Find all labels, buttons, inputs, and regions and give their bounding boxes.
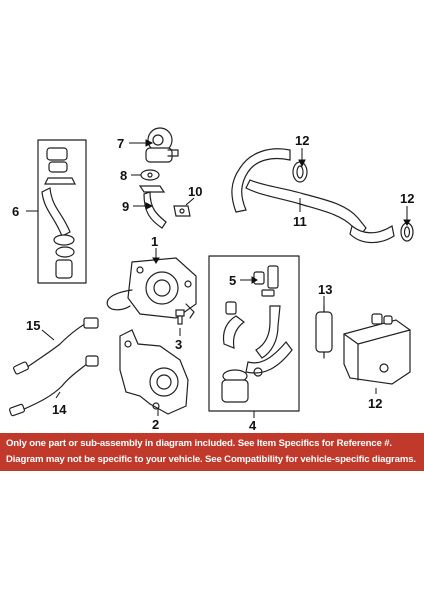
callout-12-upper-label: 12: [295, 133, 309, 148]
part-11-hose: [231, 148, 395, 244]
part-8-gasket: [140, 169, 160, 181]
callout-14: 13: [318, 282, 332, 306]
part-12-clamp-upper: [292, 161, 308, 183]
callout-11-label: 11: [293, 214, 307, 229]
callout-9: 9: [122, 199, 154, 214]
callout-4: 4: [249, 411, 257, 433]
callout-3: 3: [175, 328, 182, 352]
callout-4-label: 4: [249, 418, 257, 433]
disclaimer-banner: Only one part or sub-assembly in diagram…: [0, 433, 424, 471]
callout-3-label: 3: [175, 337, 182, 352]
callout-10-label: 10: [188, 184, 202, 199]
part-7-valve: [145, 127, 179, 163]
disclaimer-line-1: Only one part or sub-assembly in diagram…: [6, 438, 392, 449]
part-4-filter-kit: [208, 255, 300, 412]
part-16-sensor: [13, 317, 99, 375]
callout-7: 7: [117, 136, 154, 151]
callout-16: 15: [26, 318, 55, 341]
part-5-connector: [253, 265, 279, 297]
callout-12-right-label: 12: [400, 191, 414, 206]
callout-12-upper: 12: [295, 133, 309, 168]
part-14-solenoid: [315, 305, 333, 359]
callout-9-label: 9: [122, 199, 129, 214]
callout-6-label: 6: [12, 204, 19, 219]
disclaimer-line-2: Diagram may not be specific to your vehi…: [6, 454, 416, 465]
callout-7-label: 7: [117, 136, 124, 151]
callout-11: 11: [293, 198, 307, 229]
callout-15-label: 14: [52, 402, 67, 417]
callout-8: 8: [120, 168, 141, 183]
part-10-gasket: [173, 205, 191, 217]
callout-1-label: 1: [151, 234, 158, 249]
callout-16-label: 15: [26, 318, 40, 333]
part-2-bracket: [119, 329, 189, 415]
part-1-pump: [106, 257, 197, 319]
callout-15: 14: [52, 391, 67, 417]
part-9-pipe: [138, 185, 167, 229]
callout-12-right: 12: [400, 191, 414, 226]
callout-13-label: 12: [368, 396, 382, 411]
part-13-canister: [343, 313, 411, 385]
callout-2: 2: [152, 408, 159, 432]
part-15-sensor: [9, 355, 99, 417]
part-3-bolt: [175, 309, 185, 325]
callout-5-label: 5: [229, 273, 236, 288]
callout-8-label: 8: [120, 168, 127, 183]
callout-14-label: 13: [318, 282, 332, 297]
callout-2-label: 2: [152, 417, 159, 432]
callout-1: 1: [151, 234, 160, 264]
callout-10: 10: [185, 184, 202, 206]
callout-5: 5: [229, 273, 258, 288]
part-6-hose-kit: [37, 139, 87, 284]
callout-6: 6: [12, 204, 38, 219]
callout-13: 12: [368, 388, 382, 411]
